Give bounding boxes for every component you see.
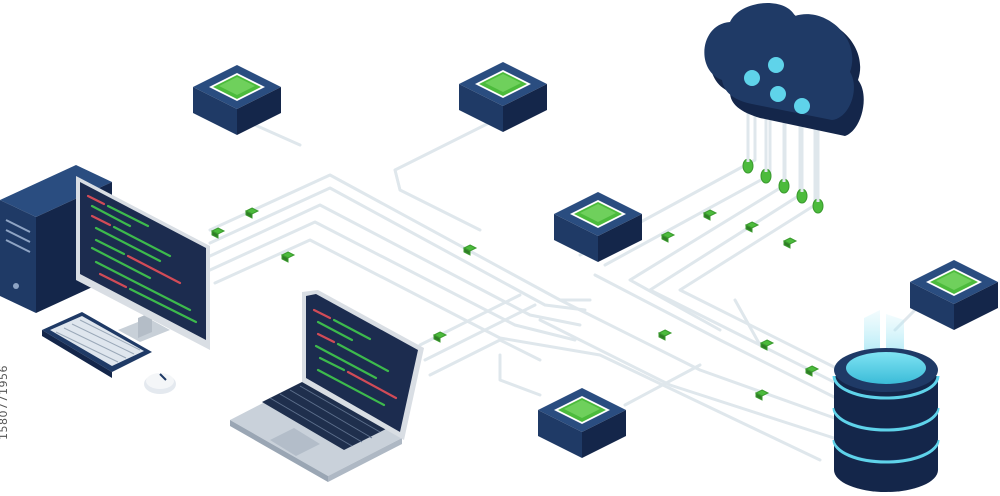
chip-node-top-left: [193, 65, 281, 135]
junction-dot: [660, 231, 676, 243]
laptop-touchpad: [270, 428, 320, 456]
cloud-dot: [794, 98, 810, 114]
keyboard: [42, 312, 152, 378]
chip-node-top-center: [459, 62, 547, 132]
junction-dot: [754, 389, 770, 401]
junction-dot: [280, 251, 296, 263]
database-server-icon: [832, 310, 940, 492]
junction-dot: [759, 339, 775, 351]
junction-dot: [782, 237, 798, 249]
chip-node-center: [554, 192, 642, 262]
cloud-dot: [768, 57, 784, 73]
junction-dots: [210, 158, 824, 401]
code-lines: [86, 194, 198, 324]
junction-dot: [702, 209, 718, 221]
side-watermark-text: 1580771956: [0, 365, 10, 440]
junction-dot: [744, 221, 760, 233]
cloud-wires: [746, 110, 820, 202]
junction-dot: [462, 244, 478, 256]
chip-node-bottom: [538, 388, 626, 458]
hologram-panel: [864, 310, 880, 360]
mouse: [144, 373, 176, 394]
monitor-neck: [138, 312, 152, 338]
junction-dot: [244, 207, 260, 219]
cloud-dot: [744, 70, 760, 86]
junction-dot: [432, 331, 448, 343]
chip-node-right: [910, 260, 998, 330]
cloud-icon: [704, 3, 864, 202]
junction-dot: [210, 227, 226, 239]
laptop-keyboard: [262, 380, 388, 450]
laptop-icon: [230, 290, 424, 482]
cloud-dot: [770, 86, 786, 102]
monitor: [76, 176, 210, 350]
code-lines: [312, 308, 398, 407]
desktop-computer-icon: [0, 165, 210, 394]
junction-dot: [657, 329, 673, 341]
junction-dot: [804, 365, 820, 377]
